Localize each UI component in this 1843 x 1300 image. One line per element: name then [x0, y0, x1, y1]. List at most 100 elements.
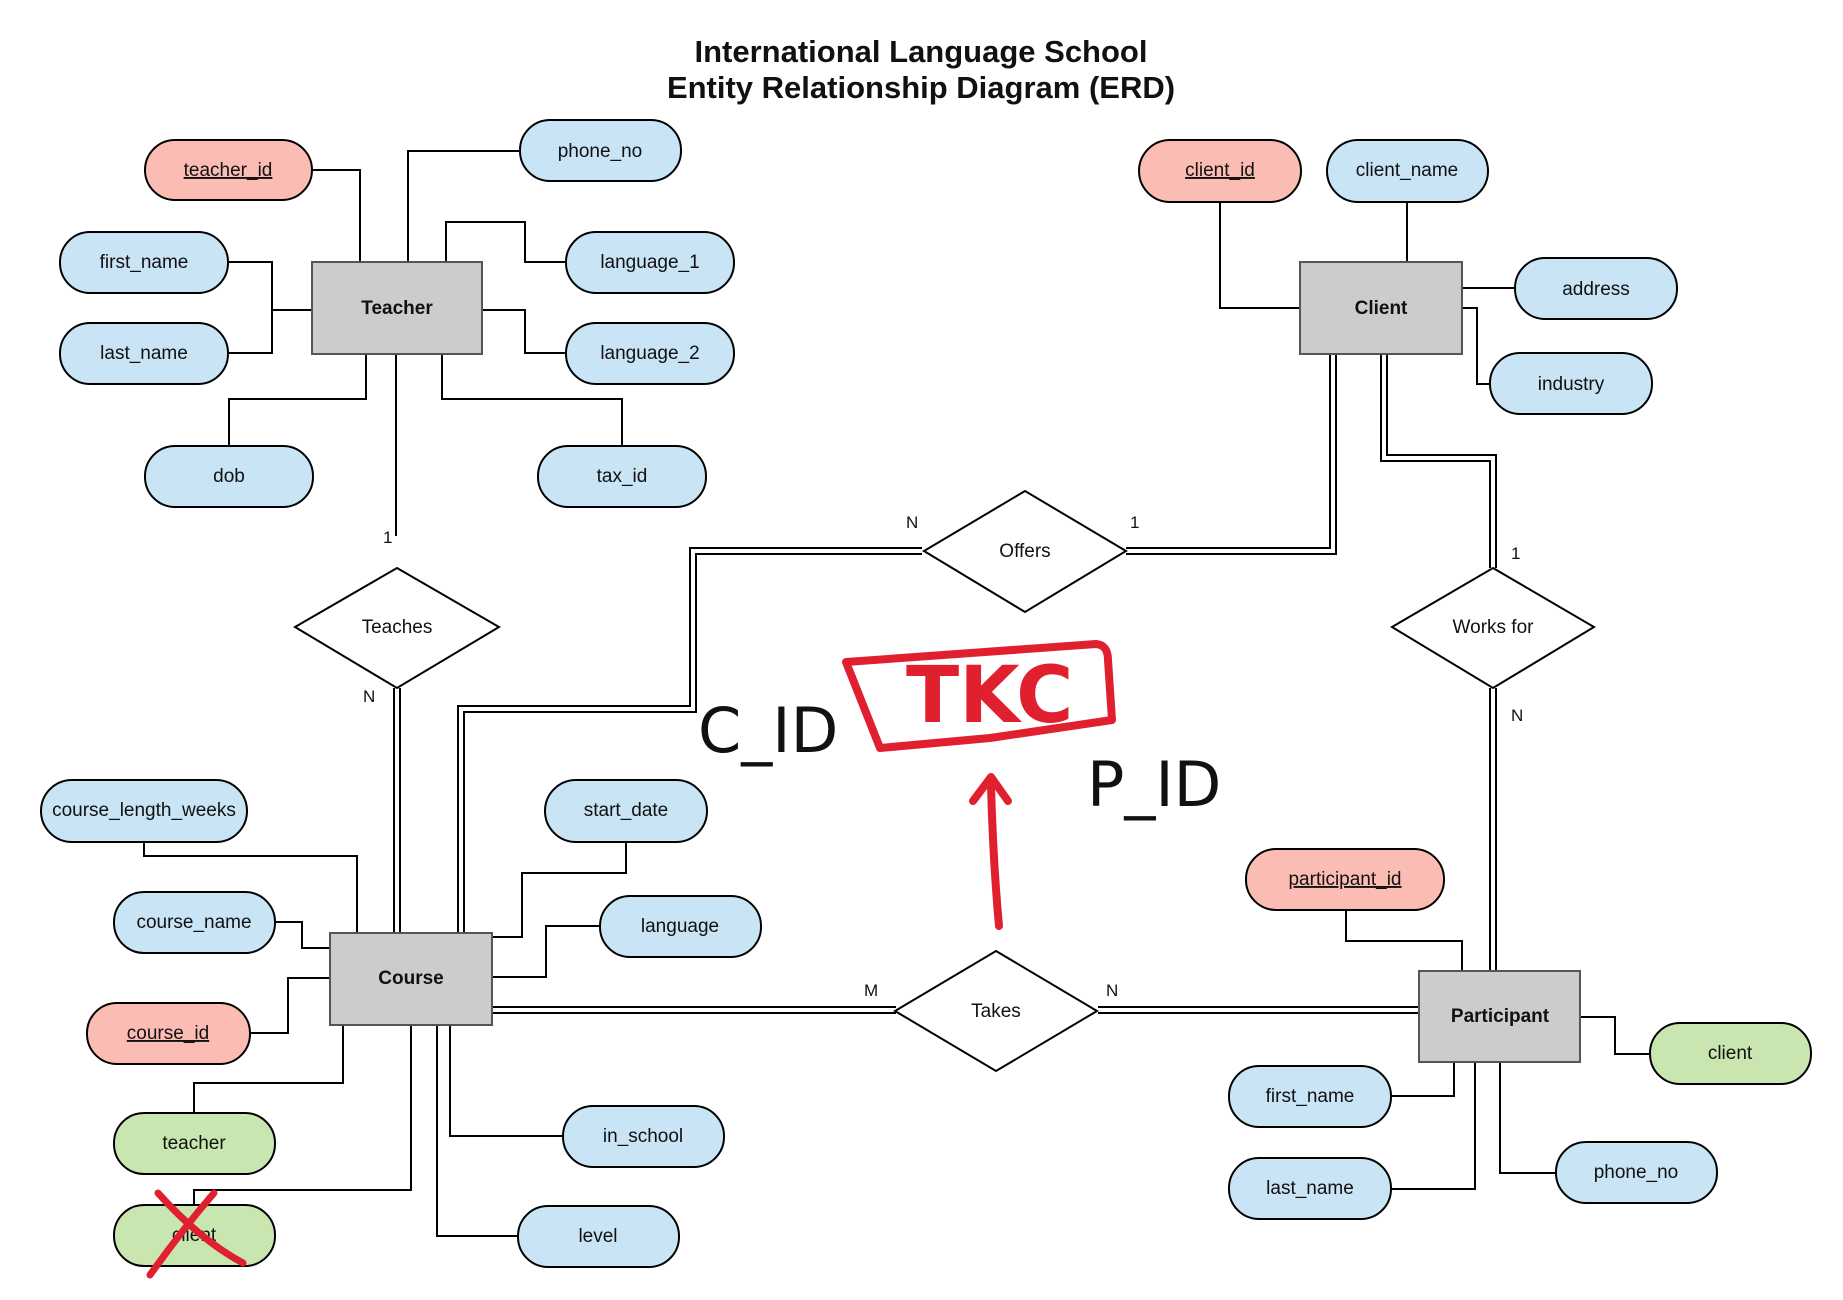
attr-teacher-language-1[interactable]: language_1 [565, 231, 735, 294]
annotation-tkc: TKC [906, 651, 1073, 741]
attr-participant-phone-no-label: phone_no [1594, 1162, 1679, 1183]
entity-course-label: Course [378, 968, 443, 989]
line-course-level [436, 1025, 518, 1237]
attr-course-level[interactable]: level [517, 1205, 680, 1268]
line-teacher-language-2 [482, 309, 566, 354]
attr-course-language[interactable]: language [599, 895, 762, 958]
line-teacher-phone [407, 150, 520, 262]
attr-course-name[interactable]: course_name [113, 891, 276, 954]
attr-course-teacher[interactable]: teacher [113, 1112, 276, 1175]
attr-course-length-weeks[interactable]: course_length_weeks [40, 779, 248, 843]
line-course-start-date [492, 842, 627, 938]
attr-teacher-last-name-label: last_name [100, 343, 188, 364]
entity-participant-label: Participant [1451, 1006, 1550, 1027]
attr-course-in-school[interactable]: in_school [562, 1105, 725, 1168]
attr-teacher-phone-no[interactable]: phone_no [519, 119, 682, 182]
attr-teacher-id[interactable]: teacher_id [144, 139, 313, 201]
attr-course-length-weeks-label: course_length_weeks [52, 800, 236, 821]
line-course-client-crossed [193, 1025, 412, 1205]
entity-teacher-label: Teacher [361, 298, 433, 319]
cardinality-takes-course: M [864, 981, 878, 1000]
relationship-takes-label: Takes [971, 1001, 1021, 1022]
attr-teacher-first-name[interactable]: first_name [59, 231, 229, 294]
attr-teacher-last-name[interactable]: last_name [59, 322, 229, 385]
line-offers-course-b [463, 553, 922, 933]
line-teacher-tax-id [441, 354, 623, 446]
line-course-id [250, 977, 330, 1034]
attr-course-start-date-label: start_date [584, 800, 669, 821]
attr-course-client-crossed-out[interactable]: client [113, 1189, 276, 1279]
entity-participant[interactable]: Participant [1418, 970, 1581, 1063]
line-participant-last-name [1391, 1062, 1476, 1190]
attr-course-teacher-label: teacher [162, 1133, 226, 1154]
line-course-teacher [193, 1025, 344, 1113]
line-participant-first-name [1391, 1062, 1455, 1097]
cardinality-works-for-participant: N [1511, 706, 1523, 725]
line-teacher-dob [228, 354, 367, 446]
line-teacher-first-name [228, 261, 312, 311]
line-client-id [1219, 202, 1300, 309]
line-teacher-id [312, 169, 361, 262]
line-participant-phone [1499, 1062, 1556, 1174]
attr-teacher-tax-id-label: tax_id [597, 466, 648, 487]
attr-participant-phone-no[interactable]: phone_no [1555, 1141, 1718, 1204]
relationship-teaches[interactable]: Teaches [293, 566, 501, 690]
entities: Teacher Client Course Participant [311, 261, 1581, 1063]
attr-teacher-language-2-label: language_2 [600, 343, 699, 364]
relationship-teaches-label: Teaches [362, 617, 433, 638]
line-course-language [492, 925, 600, 978]
attr-teacher-dob[interactable]: dob [144, 445, 314, 508]
attr-client-industry-label: industry [1538, 374, 1605, 395]
relationship-works-for-label: Works for [1453, 617, 1535, 638]
attr-teacher-phone-no-label: phone_no [558, 141, 643, 162]
attr-client-name-label: client_name [1356, 160, 1458, 181]
red-cross-out-mark [146, 1189, 247, 1279]
relationship-offers[interactable]: Offers [922, 489, 1128, 614]
attr-course-language-label: language [641, 916, 719, 937]
attr-teacher-dob-label: dob [213, 466, 245, 487]
cardinality-teaches-teacher: 1 [383, 528, 392, 547]
line-course-length [143, 842, 358, 933]
attr-participant-id[interactable]: participant_id [1245, 848, 1445, 911]
annotation-c-id: C_ID [698, 694, 838, 767]
relationship-offers-label: Offers [999, 541, 1050, 562]
attr-course-start-date[interactable]: start_date [544, 779, 708, 843]
attr-client-industry[interactable]: industry [1489, 352, 1653, 415]
line-teacher-language-1 [445, 221, 566, 263]
cardinality-teaches-course: N [363, 687, 375, 706]
cardinality-labels: 1 N N 1 1 N M N [363, 513, 1523, 1000]
entity-teacher[interactable]: Teacher [311, 261, 483, 355]
attr-participant-client[interactable]: client [1649, 1022, 1812, 1085]
line-client-industry [1462, 307, 1490, 385]
client-attributes: client_id client_name address industry [1138, 139, 1678, 415]
attr-teacher-id-label: teacher_id [184, 160, 273, 181]
relationship-takes[interactable]: Takes [893, 949, 1099, 1073]
line-client-worksfor-b [1386, 354, 1497, 568]
diagram-title-line-2: Entity Relationship Diagram (ERD) [667, 70, 1175, 105]
attr-client-id[interactable]: client_id [1138, 139, 1302, 203]
line-teacher-last-name [228, 310, 273, 354]
entity-client[interactable]: Client [1299, 261, 1463, 355]
attr-client-name[interactable]: client_name [1326, 139, 1489, 203]
attr-participant-last-name-label: last_name [1266, 1178, 1354, 1199]
attr-teacher-tax-id[interactable]: tax_id [537, 445, 707, 508]
cardinality-offers-client: 1 [1130, 513, 1139, 532]
attr-participant-last-name[interactable]: last_name [1228, 1157, 1392, 1220]
attr-client-address-label: address [1562, 279, 1630, 300]
attr-participant-first-name[interactable]: first_name [1228, 1065, 1392, 1128]
connector-lines [143, 150, 1650, 1237]
cardinality-works-for-client: 1 [1511, 544, 1520, 563]
attr-course-in-school-label: in_school [603, 1126, 683, 1147]
attr-participant-first-name-label: first_name [1266, 1086, 1355, 1107]
relationship-works-for[interactable]: Works for [1390, 566, 1596, 690]
cardinality-takes-participant: N [1106, 981, 1118, 1000]
entity-client-label: Client [1355, 298, 1408, 319]
attr-client-address[interactable]: address [1514, 257, 1678, 320]
attr-client-id-label: client_id [1185, 160, 1255, 181]
entity-course[interactable]: Course [329, 932, 493, 1026]
attr-course-id[interactable]: course_id [86, 1002, 251, 1065]
line-offers-client-b [1126, 354, 1337, 555]
attr-participant-id-label: participant_id [1288, 869, 1401, 890]
attr-teacher-language-2[interactable]: language_2 [565, 322, 735, 385]
